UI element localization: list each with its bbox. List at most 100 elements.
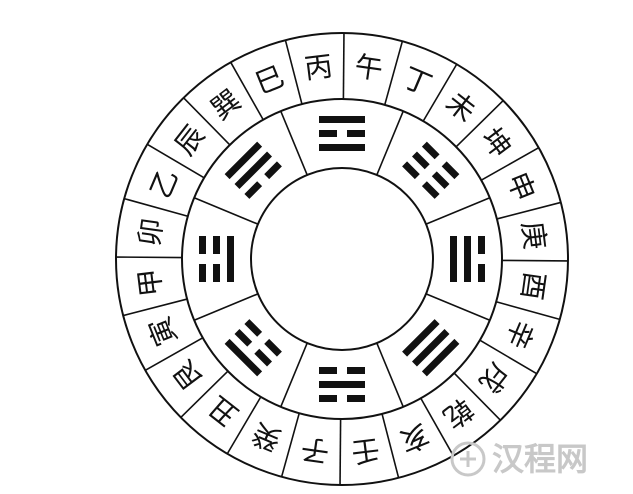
inner-divider [425,197,491,225]
trigram-yang-line [319,116,365,123]
outer-divider [339,418,342,485]
outer-divider [479,339,538,375]
trigram-yin-line [431,171,450,189]
trigram-yin-line [213,236,220,254]
stem-branch-label: 乙 [144,164,185,203]
outer-divider [180,370,229,418]
trigram-yin-line [319,367,337,374]
trigram-yin-line [319,395,337,402]
middle-ring-border [181,98,503,420]
trigram-yang-line [450,236,457,282]
trigram-yang-line [319,144,365,151]
trigram-yang-line [227,236,234,282]
outer-divider [144,337,204,371]
stem-branch-label: 丁 [398,61,437,102]
trigram-yin-line [264,338,282,357]
outer-divider [383,41,404,106]
inner-divider [193,293,259,321]
trigram-yang-line [421,338,460,377]
stem-branch-label: 巽 [205,83,247,126]
outer-divider [422,63,458,122]
trigram-7 [224,141,282,199]
stem-branch-label: 辛 [499,315,540,354]
inner-divider [280,110,308,176]
trigram-yang-line [412,329,450,367]
stem-branch-label: 未 [440,85,482,128]
trigram-yin-line [478,236,485,254]
outer-divider [501,259,568,262]
stem-branch-label: 酉 [515,270,552,302]
trigram-yin-line [213,264,220,282]
outer-divider [495,300,560,321]
outer-divider [455,100,504,148]
trigram-yin-line [402,161,420,180]
trigram-yin-line [347,395,365,402]
outer-divider [226,396,262,455]
inner-divider [376,342,404,408]
trigram-yin-line [234,329,253,347]
stems-branches-ring: 丙午丁未坤申庚酉辛戌乾亥壬子癸丑艮寅甲卯乙辰巽巳 [132,49,551,468]
outer-divider [122,298,188,317]
inner-ring-dividers [193,110,491,408]
trigram-1 [402,141,460,199]
stem-branch-label: 午 [353,50,385,87]
trigram-3 [402,319,460,377]
outer-divider [453,372,501,421]
stem-branch-label: 癸 [247,416,286,457]
watermark-text: 汉程网 [492,440,588,478]
trigram-yin-line [199,236,206,254]
stem-branch-label: 庚 [515,220,551,252]
trigram-yin-line [244,319,263,337]
inner-ring-border [250,167,434,351]
trigram-yin-line [347,367,365,374]
stem-branch-label: 艮 [166,354,209,396]
trigram-0 [319,116,365,151]
trigram-yin-line [412,151,430,170]
stem-branch-label: 丑 [202,389,244,432]
outer-divider [480,147,540,181]
stem-branch-label: 申 [500,168,541,206]
stem-branch-label: 子 [299,432,331,469]
trigram-yin-line [347,130,365,137]
outer-divider [381,413,400,479]
outer-divider [146,143,205,179]
outer-divider [342,33,345,100]
stem-branch-label: 乾 [437,392,479,435]
trigram-yin-line [441,161,460,180]
outer-divider [230,61,264,121]
trigram-yang-line [402,319,440,357]
stem-branch-label: 辰 [168,119,211,161]
stem-branch-label: 亥 [395,417,433,458]
trigram-yang-line [224,141,263,180]
inner-divider [425,293,491,321]
trigram-yin-line [478,264,485,282]
trigram-yin-line [319,130,337,137]
trigram-yin-line [421,141,440,160]
trigram-6 [199,236,234,282]
stem-branch-label: 卯 [133,216,170,248]
trigram-yin-line [254,348,272,367]
trigram-yang-line [234,151,272,189]
trigram-yin-line [244,181,263,199]
trigram-yin-line [199,264,206,282]
outer-ring-dividers [116,33,568,485]
trigram-yin-line [421,181,440,199]
hanchengwang-logo-icon [450,441,486,477]
stem-branch-label: 寅 [143,312,184,350]
outer-divider [420,397,454,457]
outer-divider [496,201,562,220]
trigram-yang-line [464,236,471,282]
outer-divider [280,412,301,477]
trigrams-ring [199,116,485,402]
inner-divider [280,342,308,408]
trigram-2 [450,236,485,282]
outer-divider [124,197,189,218]
trigram-5 [224,319,282,377]
stem-branch-label: 甲 [132,267,168,299]
inner-divider [376,110,404,176]
trigram-yin-line [264,161,282,180]
inner-divider [193,197,259,225]
outer-ring-border [115,32,569,486]
outer-divider [116,256,183,259]
